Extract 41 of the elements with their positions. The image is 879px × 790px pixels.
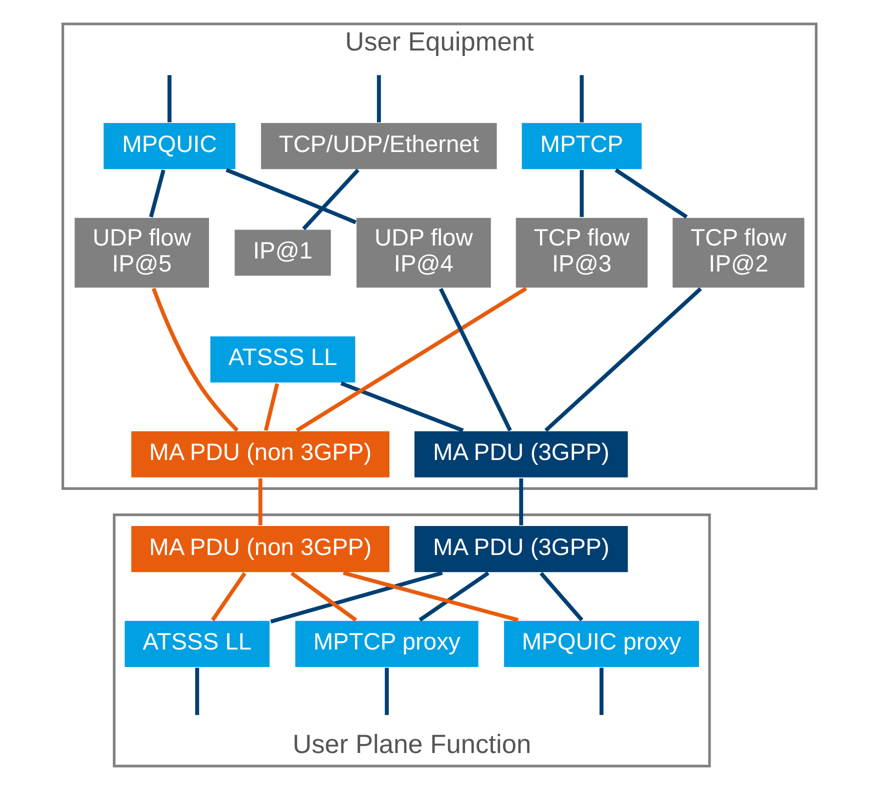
node-box: TCP/UDP/Ethernet: [260, 122, 498, 170]
connector: [195, 668, 200, 715]
connector: [376, 75, 381, 122]
node-box: ATSSS LL: [209, 335, 357, 384]
node-box: TCP flow IP@3: [514, 216, 649, 289]
connector: [290, 572, 358, 622]
connector: [149, 169, 166, 218]
connector: [258, 478, 262, 526]
connector: [519, 478, 524, 526]
connector: [384, 668, 389, 715]
node-box: IP@1: [233, 228, 332, 278]
node-box: MPTCP proxy: [294, 620, 480, 668]
node-box: MA PDU (non 3GPP): [130, 430, 391, 479]
connector: [418, 571, 490, 622]
connector: [600, 668, 604, 715]
connector: [302, 168, 360, 230]
node-box: MA PDU (non 3GPP): [130, 524, 391, 574]
connector: [264, 383, 280, 431]
node-box: MPQUIC proxy: [502, 620, 700, 668]
connector: [614, 168, 688, 219]
node-box: MA PDU (3GPP): [413, 524, 630, 574]
connector: [340, 381, 464, 432]
connector: [270, 570, 443, 624]
connector: [342, 570, 519, 622]
connector: [168, 75, 172, 122]
connector: [580, 170, 584, 218]
node-box: MPTCP: [520, 122, 643, 170]
connector: [438, 288, 512, 432]
connector: [580, 75, 584, 122]
node-box: MPQUIC: [102, 122, 237, 170]
node-box: UDP flow IP@4: [355, 216, 492, 289]
connector: [226, 168, 357, 224]
connector: [540, 572, 584, 622]
node-box: TCP flow IP@2: [671, 216, 806, 289]
node-box: UDP flow IP@5: [73, 216, 210, 289]
connector: [152, 288, 239, 432]
node-box: MA PDU (3GPP): [413, 430, 630, 479]
node-box: ATSSS LL: [123, 620, 271, 668]
connector: [544, 287, 702, 432]
connector: [210, 572, 246, 622]
connector: [296, 286, 528, 432]
